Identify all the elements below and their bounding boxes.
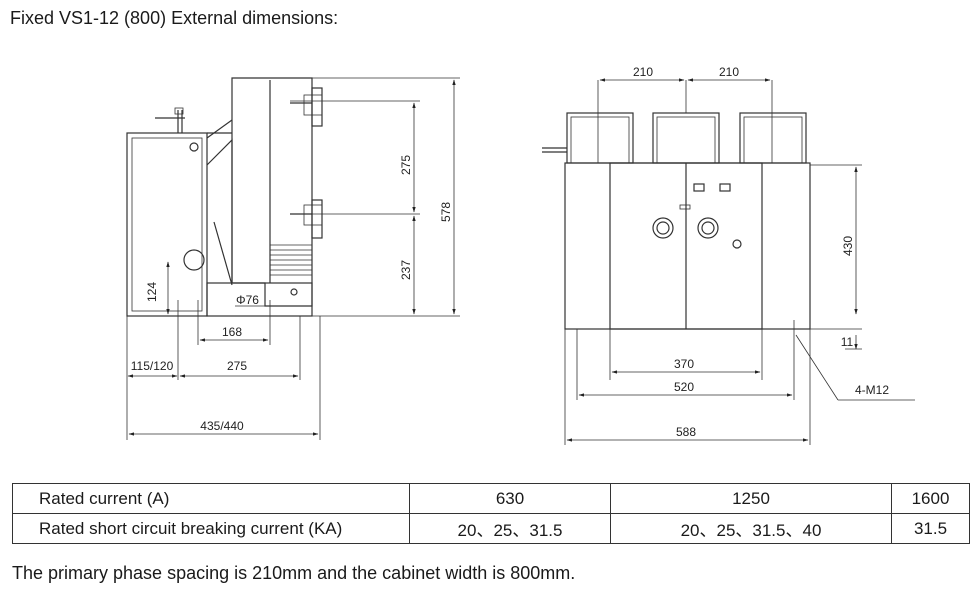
table-row: Rated short circuit breaking current (KA…: [12, 513, 970, 544]
phase-box-right: [739, 112, 807, 164]
dim-275-vertical: 275: [399, 155, 413, 175]
dim-phi76: Φ76: [236, 293, 259, 307]
front-dimensions: [564, 78, 915, 445]
dim-275-horizontal: 275: [227, 359, 247, 373]
footnote: The primary phase spacing is 210mm and t…: [12, 563, 576, 583]
dim-435-440: 435/440: [200, 419, 244, 433]
dim-210-left: 210: [633, 65, 653, 79]
spec-table: Rated current (A) 630 1250 1600 Rated sh…: [12, 483, 970, 544]
dim-168: 168: [222, 325, 242, 339]
dim-4-m12: 4-M12: [855, 383, 889, 397]
dim-370: 370: [674, 357, 694, 371]
table-cell: 630: [409, 483, 611, 514]
side-dimensions: [126, 77, 460, 440]
phase-box-left: [566, 112, 634, 164]
front-cabinet: [564, 162, 811, 330]
table-cell: 1250: [610, 483, 892, 514]
front-dim-labels: 210 210 430 11 370 520 588 4-M12: [633, 65, 889, 439]
dim-520: 520: [674, 380, 694, 394]
table-cell: 1600: [891, 483, 970, 514]
dim-237: 237: [399, 260, 413, 280]
phase-box-middle: [652, 112, 720, 164]
dim-588: 588: [676, 425, 696, 439]
page-title: Fixed VS1-12 (800) External dimensions:: [10, 8, 339, 28]
dim-430: 430: [841, 236, 855, 256]
front-view: [542, 80, 811, 330]
side-view: [126, 77, 323, 317]
table-cell: 20、25、31.5: [409, 513, 611, 544]
dim-115-120: 115/120: [131, 359, 174, 373]
dimension-drawing: 275 578 237 124 Φ76 168 115/120 275 435/…: [126, 65, 915, 445]
side-breaker: [207, 77, 313, 307]
table-cell: 20、25、31.5、40: [610, 513, 892, 544]
side-dim-labels: 275 578 237 124 Φ76 168 115/120 275 435/…: [131, 155, 453, 433]
table-row: Rated current (A) 630 1250 1600: [12, 483, 970, 514]
row-label-rated-current: Rated current (A): [12, 483, 410, 514]
dim-124: 124: [145, 282, 159, 302]
row-label-breaking-current: Rated short circuit breaking current (KA…: [12, 513, 410, 544]
dim-11: 11: [841, 335, 854, 349]
dim-578: 578: [439, 202, 453, 222]
table-cell: 31.5: [891, 513, 970, 544]
dim-210-right: 210: [719, 65, 739, 79]
side-body: [126, 132, 208, 317]
